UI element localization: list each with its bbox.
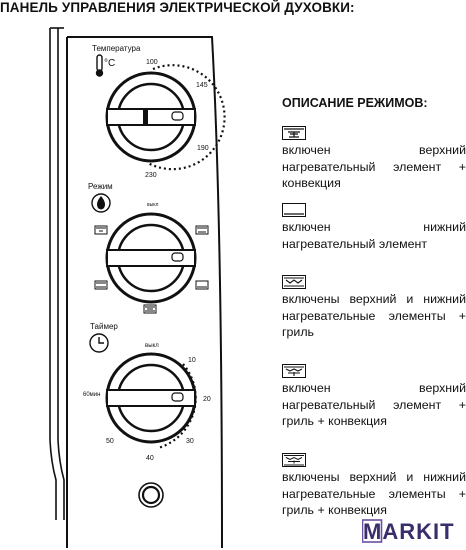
- timer-scale-20: 20: [203, 396, 211, 403]
- brand-logo-text: MARKIT: [363, 519, 455, 544]
- temperature-label: Температура: [92, 44, 141, 53]
- mode-description-text: включен нижний нагревательный элемент: [282, 220, 466, 251]
- timer-scale-60: 60мин: [83, 392, 100, 398]
- temperature-group: Температура °C 100 145 190 230: [92, 44, 226, 179]
- panel-outline: [49, 27, 223, 549]
- temperature-scale-arc: [147, 64, 226, 171]
- mode-description-text: включен верхний нагревательный элемент +…: [282, 143, 466, 191]
- top-grill-convection-icon: [282, 364, 306, 378]
- control-panel-drawing: Температура °C 100 145 190 230 Режим вык…: [49, 27, 226, 549]
- mode-icon-right-bottom: [195, 280, 209, 290]
- temperature-knob[interactable]: [105, 71, 197, 163]
- mode-knob[interactable]: [105, 212, 197, 304]
- mode-description-text: включены верхний и нижний нагревательные…: [282, 470, 466, 518]
- mode-description-1: включен верхний нагревательный элемент +…: [282, 126, 466, 192]
- mode-description-2: включен нижний нагревательный элемент: [282, 203, 466, 252]
- timer-scale-30: 30: [186, 438, 194, 445]
- mode-label: Режим: [88, 182, 113, 191]
- timer-group: Таймер выкл 10 20 30 40 50 60мин: [83, 322, 211, 462]
- mode-description-3: включены верхний и нижний нагревательные…: [282, 275, 466, 341]
- bottom-heat-icon: [282, 203, 306, 217]
- timer-scale-10: 10: [188, 357, 196, 364]
- mode-icon-bottom: [143, 304, 157, 314]
- mode-off-label: выкл: [147, 202, 158, 208]
- mode-description-5: включены верхний и нижний нагревательные…: [282, 453, 466, 519]
- timer-knob[interactable]: [105, 352, 197, 444]
- timer-scale-40: 40: [146, 455, 154, 462]
- top-heat-convection-icon: [282, 126, 306, 140]
- modes-heading: ОПИСАНИЕ РЕЖИМОВ:: [282, 96, 428, 110]
- page-heading: ПАНЕЛЬ УПРАВЛЕНИЯ ЭЛЕКТРИЧЕСКОЙ ДУХОВКИ:: [0, 0, 355, 15]
- mode-group: Режим выкл: [88, 182, 209, 314]
- temperature-scale-190: 190: [197, 145, 209, 152]
- temperature-scale-145: 145: [196, 82, 208, 89]
- timer-scale-off: выкл: [145, 343, 159, 349]
- timer-scale-50: 50: [106, 438, 114, 445]
- mode-description-text: включены верхний и нижний нагревательные…: [282, 292, 466, 340]
- brand-logo: MARKIT: [362, 519, 455, 544]
- top-bottom-grill-convection-icon: [282, 453, 306, 467]
- temperature-scale-100: 100: [146, 59, 158, 66]
- mode-description-text: включен верхний нагревательный элемент +…: [282, 381, 466, 429]
- temperature-unit: °C: [104, 58, 115, 69]
- top-bottom-grill-icon: [282, 275, 306, 289]
- clock-icon: [89, 333, 109, 353]
- mode-icon-left-top: [94, 225, 108, 235]
- mode-icon-left-bottom: [94, 280, 108, 290]
- timer-label: Таймер: [90, 322, 118, 331]
- indicator-lamp: [138, 482, 164, 508]
- mode-description-4: включен верхний нагревательный элемент +…: [282, 364, 466, 430]
- temperature-scale-230: 230: [145, 172, 157, 179]
- flame-icon: [91, 193, 111, 213]
- mode-icon-right-top: [195, 225, 209, 235]
- thermometer-icon: [95, 54, 104, 77]
